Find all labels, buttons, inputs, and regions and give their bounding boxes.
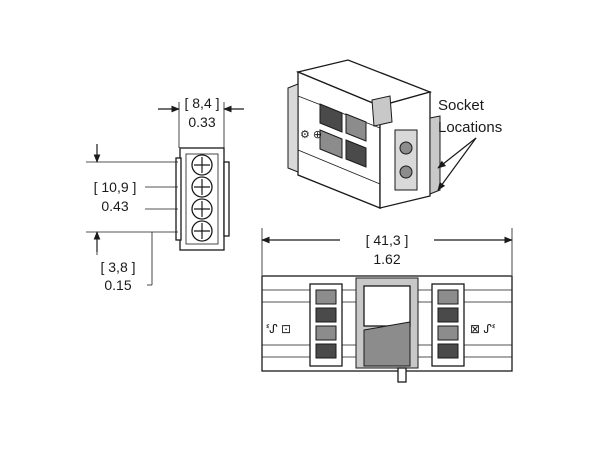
end-view-flange-right <box>223 161 230 237</box>
iso-end-cavity <box>394 129 418 191</box>
iso-slot <box>319 103 343 133</box>
side-contacts-right <box>431 283 465 367</box>
iso-marking: ⚙ ⊕ <box>300 129 322 141</box>
socket-cross <box>194 179 210 195</box>
width-in: 0.33 <box>188 114 215 130</box>
width-dimension: [ 8,4 ] 0.33 <box>158 95 244 148</box>
socket-cross <box>194 157 210 173</box>
iso-slot <box>319 129 343 159</box>
width-mm: [ 8,4 ] <box>184 95 219 111</box>
side-marking-right: ⊠ ᔑᓫ <box>470 322 496 336</box>
length-in: 1.62 <box>373 251 400 267</box>
pitch-in: 0.43 <box>101 198 128 214</box>
callout-line2: Locations <box>438 119 502 136</box>
side-marking-left: ᓫᔑ ⊡ <box>266 322 291 336</box>
pitch-mm: [ 10,9 ] <box>94 179 137 195</box>
end-view-flange-left <box>175 157 182 241</box>
iso-rib <box>287 83 299 173</box>
iso-slot <box>345 139 367 168</box>
offset-mm: [ 3,8 ] <box>100 259 135 275</box>
socket-cross <box>194 223 210 239</box>
offset-in: 0.15 <box>104 277 131 293</box>
iso-slot <box>345 113 367 142</box>
isometric-view: ⚙ ⊕ <box>287 59 441 209</box>
pitch-dimension: [ 10,9 ] 0.43 <box>86 144 178 252</box>
length-dimension: [ 41,3 ] 1.62 <box>261 228 513 275</box>
iso-socket <box>399 141 413 155</box>
iso-latch <box>371 95 393 127</box>
length-mm: [ 41,3 ] <box>366 232 409 248</box>
socket-cross <box>194 201 210 217</box>
side-contacts-left <box>309 283 343 367</box>
latch-tab <box>397 367 407 383</box>
end-view-cavity <box>185 153 219 245</box>
side-latch <box>355 277 419 383</box>
iso-socket <box>399 165 413 179</box>
side-view: [ 41,3 ] 1.62 ᓫᔑ ⊡ <box>261 228 513 383</box>
callout-line1: Socket <box>438 97 485 114</box>
end-view: [ 8,4 ] 0.33 [ 10,9 ] 0.43 [ 3,8 ] 0.15 <box>86 95 244 293</box>
offset-dimension: [ 3,8 ] 0.15 <box>96 232 153 293</box>
socket-callout: Socket Locations <box>437 97 502 191</box>
socket-holes <box>191 154 213 242</box>
